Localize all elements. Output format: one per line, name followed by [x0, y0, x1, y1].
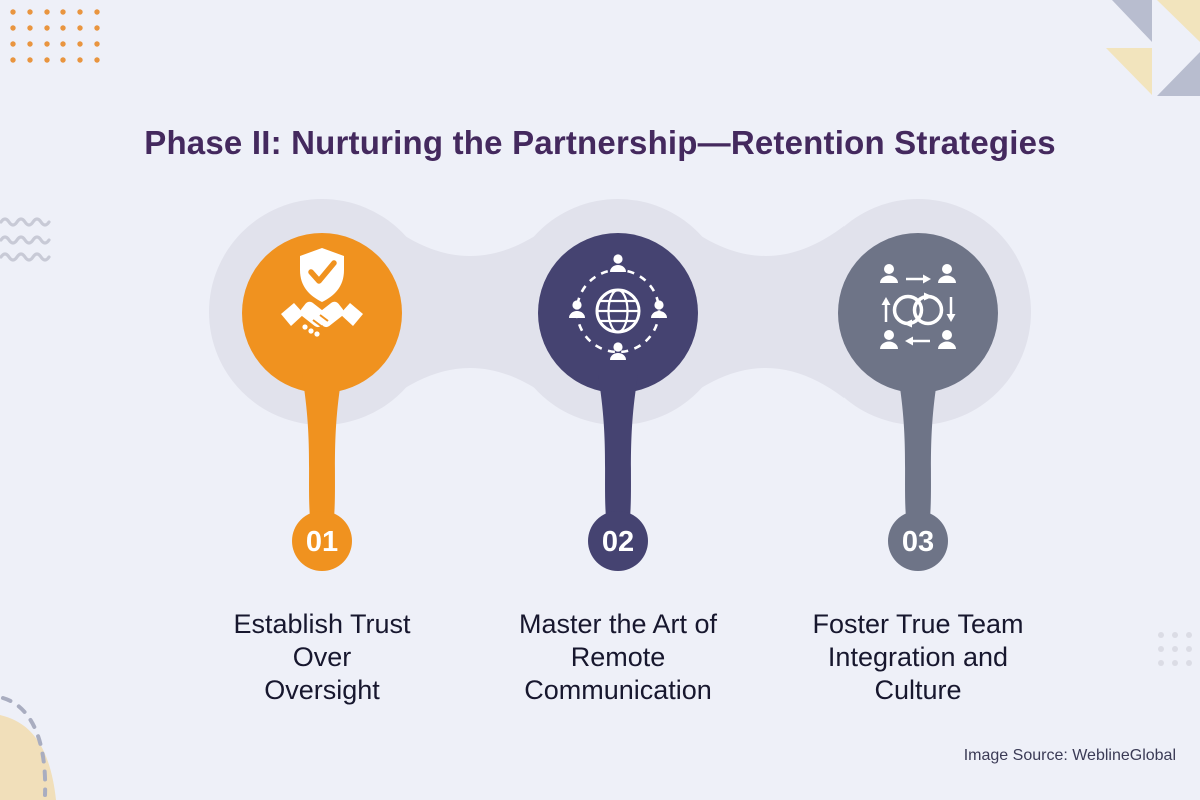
orange-dot-grid: [10, 9, 100, 63]
image-source-credit: Image Source: WeblineGlobal: [963, 747, 1176, 764]
globe-network-icon: [569, 254, 667, 360]
wave-lines-icon: [0, 217, 51, 262]
step-1-balloon: 01: [242, 233, 402, 571]
corner-blob: [0, 715, 56, 800]
step-3-caption: Foster True Team Integration and Culture: [812, 609, 1024, 705]
page-title: Phase II: Nurturing the Partnership—Rete…: [144, 124, 1056, 162]
step-2-caption: Master the Art of Remote Communication: [518, 609, 718, 705]
step-2-number: 02: [602, 526, 634, 558]
step-1-number: 01: [306, 526, 338, 558]
shield-handshake-icon: [281, 248, 363, 337]
step-3-balloon: 03: [838, 233, 998, 571]
corner-triangles-icon: [1106, 0, 1200, 96]
dashed-arc: [1, 696, 48, 797]
team-sync-icon: [880, 264, 956, 349]
step-3-number: 03: [902, 526, 934, 558]
step-1-caption: Establish Trust Over Oversight: [233, 609, 411, 705]
step-2-balloon: 02: [538, 233, 698, 571]
gray-dot-grid: [1158, 632, 1192, 666]
